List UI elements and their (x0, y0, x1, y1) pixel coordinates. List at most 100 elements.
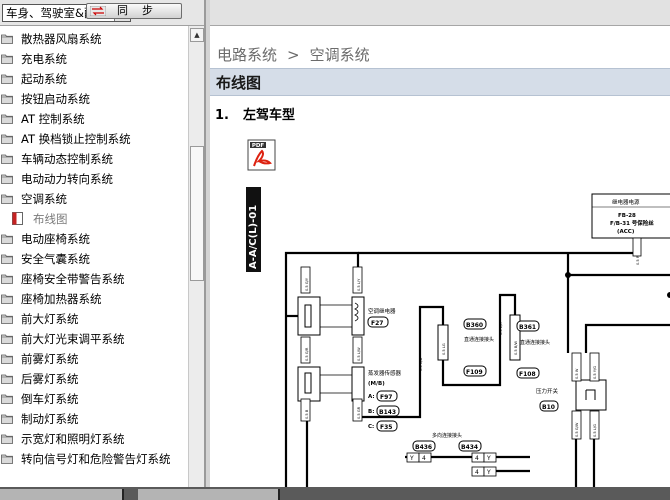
folder-open-icon (1, 194, 13, 204)
tree-item[interactable]: 充电系统 (0, 49, 188, 69)
wire-label: 0.5 GR (357, 406, 361, 419)
connector-f109 (463, 365, 487, 377)
folder-icon (1, 234, 13, 244)
tree-item-label: 空调系统 (21, 192, 67, 206)
folder-icon (1, 414, 13, 424)
pin-4-label: 4 (475, 455, 479, 462)
pdf-icon-label: PDF (252, 143, 265, 149)
evaporator-a: A: (368, 394, 375, 400)
pin-y (483, 466, 497, 477)
evaporator-label: 蒸发器传感器 (368, 369, 402, 377)
folder-icon (1, 114, 13, 124)
tree-item-label: 前大灯系统 (21, 312, 79, 326)
tree-item[interactable]: 座椅安全带警告系统 (0, 269, 188, 289)
pin-4-label: 4 (475, 469, 479, 476)
tree-item[interactable]: 布线图 (0, 209, 188, 229)
wire-b361 (441, 293, 517, 387)
tree-item[interactable]: 前雾灯系统 (0, 349, 188, 369)
ac-relay-contacts (351, 296, 365, 336)
connector-f35-label: F35 (380, 424, 392, 431)
connector-b360-label: B360 (466, 322, 483, 329)
tree-item[interactable]: 起动系统 (0, 69, 188, 89)
connector-b434-label: B434 (461, 444, 478, 451)
tree-item[interactable]: AT 换档锁止控制系统 (0, 129, 188, 149)
folder-icon (1, 354, 13, 364)
wire-color-labels: 0.5 G/Y 0.5 L/Y 0.5 G/R 0.5 L/W 0.5 B 0.… (305, 255, 640, 437)
connector-b361-label: B361 (519, 324, 536, 331)
evaporator-c: C: (368, 424, 374, 430)
fuse-pin-box (632, 237, 642, 257)
tree-item-label: 制动灯系统 (21, 412, 79, 426)
pin-4 (418, 452, 432, 463)
tree-item[interactable]: 后雾灯系统 (0, 369, 188, 389)
folder-icon (1, 454, 13, 464)
folder-icon (1, 254, 13, 264)
wire-b360 (418, 305, 445, 375)
pin-4-label: 4 (422, 455, 426, 462)
relay-power-box (591, 193, 670, 239)
folder-icon (1, 54, 13, 64)
folder-icon (1, 34, 13, 44)
wire-pressure-switch (574, 439, 596, 487)
tree-item-label: 车辆动态控制系统 (21, 152, 113, 166)
variant-number: 1. (215, 108, 229, 123)
tree-item[interactable]: 空调系统 (0, 189, 188, 209)
connector-f109-label: F109 (466, 369, 483, 376)
pin-box (300, 336, 311, 364)
multi-connector-label: 多向连接接头 (432, 432, 462, 439)
tree-item[interactable]: 制动灯系统 (0, 409, 188, 429)
status-bar (0, 487, 670, 500)
resistor-b361 (509, 314, 521, 361)
tree-item[interactable]: 倒车灯系统 (0, 389, 188, 409)
wire-label: 0.5 B/W (514, 340, 518, 355)
tree-item[interactable]: 前大灯系统 (0, 309, 188, 329)
tree-item[interactable]: 转向信号灯和危险警告灯系统 (0, 449, 188, 469)
tree-item-label: 电动动力转向系统 (21, 172, 113, 186)
tree-item[interactable]: 安全气囊系统 (0, 249, 188, 269)
pdf-icon[interactable]: PDF (247, 139, 277, 171)
scrollbar-thumb[interactable] (190, 146, 204, 281)
folder-icon (1, 394, 13, 404)
wire-label: 0.5 L/W (357, 347, 361, 361)
relay-box-fuse2: F/B-31 号保险丝 (610, 219, 654, 227)
wire-label: 0.5 G/R (305, 347, 309, 361)
connector-b143-label: B143 (379, 409, 396, 416)
ac-relay-label: 空调继电器 (368, 307, 396, 315)
tree-scrollbar[interactable]: ▲ (188, 26, 204, 487)
tree-item-label: 散热器风扇系统 (21, 32, 102, 46)
tree-item[interactable]: 散热器风扇系统 (0, 29, 188, 49)
pin-y-label: Y (486, 455, 491, 462)
tree-item[interactable]: AT 控制系统 (0, 109, 188, 129)
tree-item[interactable]: 前大灯光束调平系统 (0, 329, 188, 349)
content-pane: 电路系统>空调系统 布线图 1.左驾车型 PDF A-A/C(L)-01 继电器… (210, 0, 670, 487)
tree-item-label: 安全气囊系统 (21, 252, 90, 266)
tree-item-label: 按钮启动系统 (21, 92, 90, 106)
scroll-up-icon[interactable]: ▲ (190, 28, 204, 42)
pane-splitter[interactable] (205, 0, 210, 487)
tree-item[interactable]: 示宽灯和照明灯系统 (0, 429, 188, 449)
diagram-code-band (246, 187, 261, 272)
connector-f35 (376, 420, 398, 432)
wire-label: 0.5 Y/G (593, 366, 597, 379)
connector-b361 (516, 320, 540, 332)
pin-box (300, 266, 311, 294)
wire-label: 0.5 B (305, 409, 309, 419)
tree-item[interactable]: 座椅加热器系统 (0, 289, 188, 309)
connector-f108 (516, 367, 540, 379)
tree-item[interactable]: 车辆动态控制系统 (0, 149, 188, 169)
wire-junction (667, 292, 670, 298)
folder-icon (1, 274, 13, 284)
tree-item[interactable]: 按钮启动系统 (0, 89, 188, 109)
folder-icon (1, 374, 13, 384)
tree-item-label: 前雾灯系统 (21, 352, 79, 366)
tree-item[interactable]: 电动动力转向系统 (0, 169, 188, 189)
tree-item-label: 后雾灯系统 (21, 372, 79, 386)
pin-y-label: Y (409, 455, 414, 462)
tree-item[interactable]: 电动座椅系统 (0, 229, 188, 249)
breadcrumb-parent[interactable]: 电路系统 (217, 46, 278, 64)
wire-label: 0.5 L/G (593, 424, 597, 437)
sync-button[interactable]: 同步 (86, 3, 182, 19)
wire-label: 0.5 G/Y (305, 277, 309, 291)
